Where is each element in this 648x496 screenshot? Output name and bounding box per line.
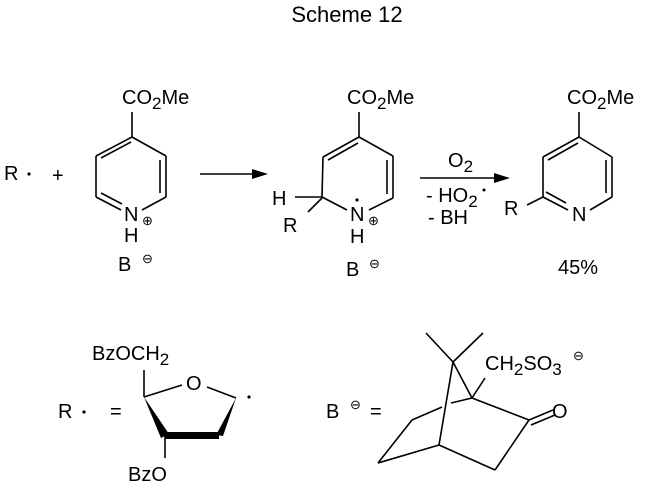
r-definition: R = BzOCH2 O BzO: [58, 343, 251, 486]
radical-reactant: R: [4, 163, 31, 185]
nitrogen-label: N: [350, 204, 364, 226]
negative-charge: ⊖: [369, 256, 380, 271]
hydrogen-label: H: [350, 226, 364, 248]
byproduct-ho2: - HO2: [426, 185, 478, 211]
radical-cation-intermediate: CO2Me H R N ⊕ H B ⊖: [272, 87, 414, 281]
radical-dot: [27, 172, 31, 176]
yield-label: 45%: [558, 257, 598, 279]
radical-dot: [355, 198, 359, 202]
ring-oxygen-label: O: [186, 373, 202, 395]
hydrogen-label: H: [124, 225, 138, 247]
negative-charge: ⊖: [142, 251, 153, 266]
radical-dot: [247, 395, 251, 399]
ester-label: CO2Me: [567, 87, 634, 113]
radical-r-label: R: [4, 163, 18, 185]
equals-sign: =: [110, 401, 122, 423]
byproduct-bh: - BH: [428, 207, 468, 229]
r-group-label: R: [283, 215, 297, 237]
counterion-label: B: [326, 401, 339, 423]
counterion-label: B: [346, 259, 359, 281]
ester-label: CO2Me: [122, 87, 189, 113]
hydrogen-label: H: [272, 188, 286, 210]
reagent-o2: O2: [448, 150, 473, 176]
pyridinium-reactant: CO2Me N ⊕ H B ⊖: [95, 87, 189, 276]
nitrogen-label: N: [124, 204, 138, 226]
counterion-label: B: [118, 254, 131, 276]
sugar-top-label: BzOCH2: [92, 343, 169, 369]
equals-sign: =: [370, 401, 382, 423]
nitrogen-label: N: [572, 204, 586, 226]
reaction-arrow-2: O2 - HO2 - BH: [420, 150, 510, 229]
carbonyl-oxygen-label: O: [552, 401, 568, 423]
positive-charge: ⊕: [142, 213, 153, 228]
negative-charge: ⊖: [573, 348, 584, 363]
radical-dot: [82, 410, 86, 414]
base-definition: B ⊖ = CH2SO3 ⊖ O: [326, 332, 584, 471]
r-group-label: R: [504, 198, 518, 220]
pyridine-product: CO2Me N R 45%: [504, 87, 634, 279]
sulfonate-label: CH2SO3: [485, 353, 562, 379]
positive-charge: ⊕: [368, 213, 379, 228]
ester-label: CO2Me: [347, 87, 414, 113]
plus-sign: +: [52, 165, 64, 187]
radical-dot: [482, 188, 486, 192]
radical-r-label: R: [58, 401, 72, 423]
sugar-bottom-label: BzO: [128, 464, 167, 486]
scheme-title: Scheme 12: [291, 2, 402, 27]
negative-charge: ⊖: [350, 397, 361, 412]
reaction-arrow-1: [200, 169, 268, 179]
